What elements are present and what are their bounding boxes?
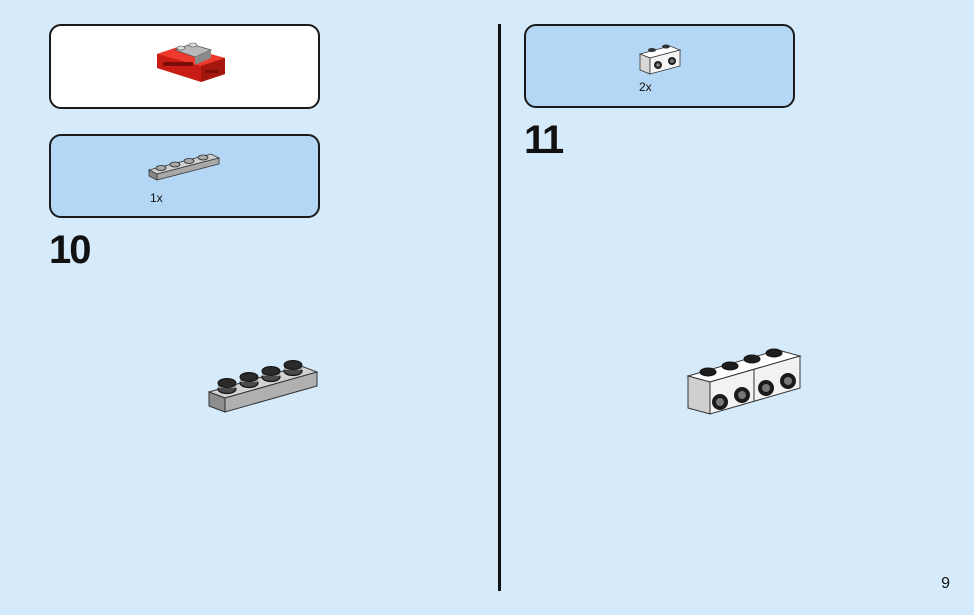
column-divider <box>498 24 501 591</box>
step-11-assembly-bricks <box>686 348 802 415</box>
part-quantity: 2x <box>639 80 652 94</box>
gray-plate-1x4-icon <box>147 153 221 181</box>
step-number: 11 <box>524 118 564 162</box>
model-overview-box <box>49 24 320 109</box>
step-10-assembly-plate <box>207 360 319 413</box>
step-number: 10 <box>49 228 91 272</box>
page-number: 9 <box>941 575 950 592</box>
white-brick-side-studs-icon <box>638 44 682 75</box>
parts-callout-step-11: 2x <box>524 24 795 108</box>
red-car-model-icon <box>157 42 225 82</box>
parts-callout-step-10: 1x <box>49 134 320 218</box>
part-quantity: 1x <box>150 191 163 205</box>
